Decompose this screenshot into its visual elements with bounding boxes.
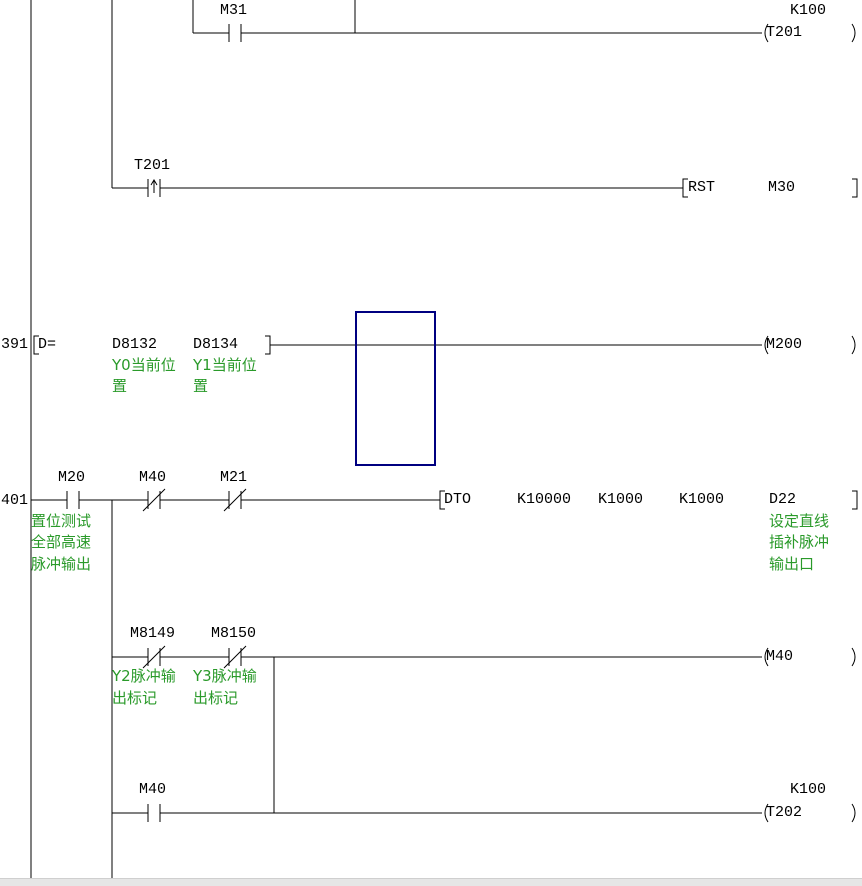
- contact-label: T201: [134, 157, 170, 174]
- contact-label: M40: [139, 781, 166, 798]
- coil-constant: K100: [790, 2, 826, 19]
- coil-left-paren: [764, 335, 769, 355]
- contact-2-label: M40: [139, 469, 166, 486]
- instruction-name: DTO: [444, 491, 471, 508]
- contact-1-label: M20: [58, 469, 85, 486]
- coil-label: M200: [766, 336, 802, 353]
- coil-right-paren: [851, 803, 856, 823]
- instruction-operand-3: K1000: [679, 491, 724, 508]
- coil-label: M40: [766, 648, 793, 665]
- coil-constant: K100: [790, 781, 826, 798]
- coil-left-paren: [764, 23, 769, 43]
- operand-2-comment-line-2: 置: [193, 377, 208, 395]
- rung-391[interactable]: 391 D= D8132 D8134 Y0当前位 置 Y1当前位 置 M200: [1, 335, 856, 395]
- coil-label: T202: [766, 804, 802, 821]
- horizontal-scrollbar[interactable]: [0, 878, 862, 886]
- coil-left-paren: [764, 803, 769, 823]
- contact-1-comment-line-1: Y2脉冲输: [111, 667, 176, 685]
- contact-2-comment-line-1: Y3脉冲输: [192, 667, 257, 685]
- contact-3-label: M21: [220, 469, 247, 486]
- coil-right-paren: [851, 647, 856, 667]
- rung-m40[interactable]: M40 T202 K100: [112, 781, 856, 823]
- instruction-operand-1: K10000: [517, 491, 571, 508]
- operand-4-comment-line-3: 输出口: [769, 555, 814, 573]
- operand-4-comment-line-2: 插补脉冲: [769, 533, 829, 551]
- instruction-operand-2: K1000: [598, 491, 643, 508]
- operand-4-comment-line-1: 设定直线: [769, 512, 829, 530]
- instruction-name: RST: [688, 179, 715, 196]
- contact-2-comment-line-2: 出标记: [193, 689, 238, 707]
- compare-left-bracket: [33, 335, 39, 355]
- coil-right-paren: [851, 335, 856, 355]
- operand-1-comment-line-1: Y0当前位: [111, 356, 176, 374]
- instr-left-bracket: [682, 178, 688, 198]
- contact-1-comment-line-1: 置位测试: [31, 512, 91, 530]
- contact-label: M31: [220, 2, 247, 19]
- contact-1-comment-line-2: 出标记: [112, 689, 157, 707]
- rung-m8149[interactable]: M8149 Y2脉冲输 出标记 M8150 Y3脉冲输 出标记 M40: [111, 625, 856, 813]
- operand-1-comment-line-2: 置: [112, 377, 127, 395]
- compare-operand-2: D8134: [193, 336, 238, 353]
- contact-1-comment-line-3: 脉冲输出: [31, 555, 91, 573]
- instruction-operand-4: D22: [769, 491, 796, 508]
- contact-2-label: M8150: [211, 625, 256, 642]
- contact-1-comment-line-2: 全部高速: [31, 533, 91, 551]
- compare-instruction: D=: [38, 336, 56, 353]
- coil-right-paren: [851, 23, 856, 43]
- operand-2-comment-line-1: Y1当前位: [192, 356, 257, 374]
- coil-label: T201: [766, 24, 802, 41]
- editor-cursor[interactable]: [355, 311, 436, 466]
- compare-right-bracket: [265, 335, 271, 355]
- contact-1-label: M8149: [130, 625, 175, 642]
- rung-m31[interactable]: M31 T201 K100: [193, 2, 856, 43]
- rung-t201[interactable]: T201 RST M30: [112, 157, 858, 198]
- step-number: 401: [1, 492, 28, 509]
- instruction-operand: M30: [768, 179, 795, 196]
- coil-left-paren: [764, 647, 769, 667]
- instr-right-bracket: [852, 178, 858, 198]
- instr-left-bracket: [439, 490, 445, 510]
- instr-right-bracket: [852, 490, 858, 510]
- compare-operand-1: D8132: [112, 336, 157, 353]
- step-number: 391: [1, 336, 28, 353]
- rung-401[interactable]: 401 M20 置位测试 全部高速 脉冲输出 M40 M21 DTO K1000…: [1, 469, 858, 573]
